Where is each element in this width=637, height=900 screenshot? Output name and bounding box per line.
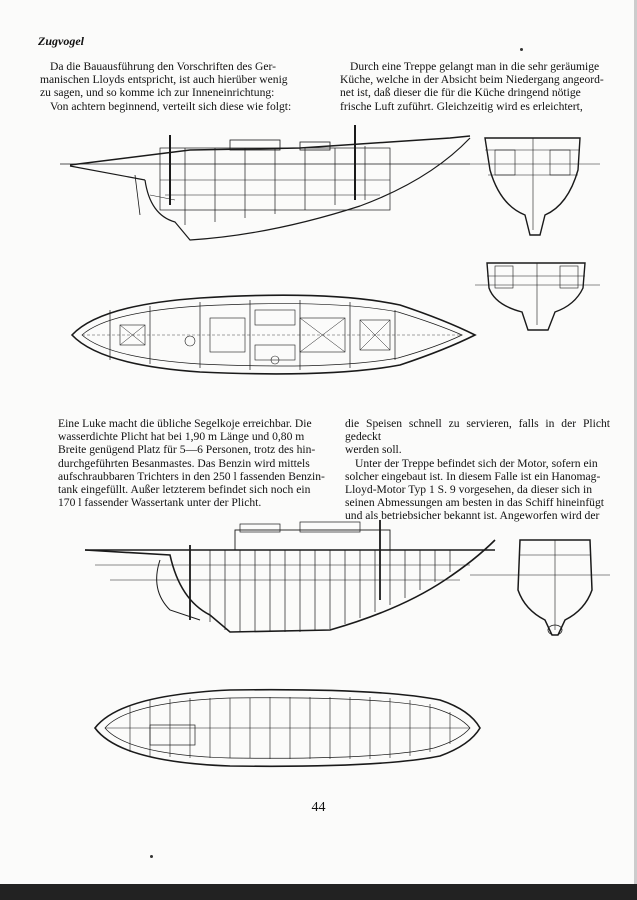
text-line: solcher eingebaut ist. In diesem Falle i… (345, 469, 601, 483)
text-line: durchgeführten Besanmastes. Das Benzin w… (58, 456, 310, 470)
text-line: frische Luft zuführt. Gleichzeitig wird … (340, 99, 583, 113)
profile-frames (209, 550, 451, 632)
text-column-top-left: Da die Bauausführung den Vorschriften de… (40, 60, 312, 113)
text-line: tank eingefüllt. Außer letzterem befinde… (58, 483, 311, 497)
text-line: zu sagen, und so komme ich zur Inneneinr… (40, 86, 275, 100)
text-line: Da die Bauausführung den Vorschriften de… (50, 60, 276, 73)
text-line: Küche, welche in der Absicht beim Nieder… (340, 73, 604, 87)
scan-bottom-edge (0, 884, 637, 900)
text-column-mid-right: die Speisen schnell zu servieren, falls … (345, 417, 610, 523)
scan-speck (520, 48, 523, 51)
text-line: werden soll. (345, 443, 402, 457)
text-line: Lloyd-Motor Typ 1 S. 9 vorgesehen, da di… (345, 483, 593, 497)
page-number: 44 (311, 800, 326, 815)
drawing-section-mid (475, 262, 600, 331)
text-line: und als betriebsicher bekannt ist. Angew… (345, 509, 600, 523)
drawing-plan-interior (70, 294, 477, 375)
running-header: Zugvogel (38, 34, 84, 48)
page-edge (634, 0, 637, 900)
text-column-top-right: Durch eine Treppe gelangt man in die seh… (340, 60, 612, 113)
drawing-profile-structure (84, 520, 610, 633)
text-line: Von achtern beginnend, verteilt sich die… (50, 99, 292, 113)
scan-speck (150, 855, 153, 858)
text-line: seinen Abmessungen am besten in das Schi… (345, 496, 604, 510)
text-line: die Speisen schnell zu servieren, falls … (345, 417, 610, 444)
text-line: manischen Lloyds entspricht, ist auch hi… (40, 73, 288, 87)
text-line: net ist, daß dieser die für die Küche dr… (340, 86, 581, 100)
drawing-plan-structure (94, 688, 481, 768)
text-line: Eine Luke macht die übliche Segelkoje er… (58, 417, 312, 430)
text-line: Breite genügend Platz für 5—6 Personen, … (58, 443, 316, 457)
text-column-mid-left: Eine Luke macht die übliche Segelkoje er… (58, 417, 326, 509)
text-line: Durch eine Treppe gelangt man in die seh… (350, 60, 600, 73)
text-line: wasserdichte Plicht hat bei 1,90 m Länge… (58, 430, 305, 444)
text-line: Unter der Treppe befindet sich der Motor… (355, 456, 598, 470)
drawing-section-top (470, 137, 600, 236)
text-line: aufschraubbaren Trichters in den 250 l f… (58, 469, 325, 483)
plan-frames (129, 697, 451, 759)
drawing-section-lower (517, 539, 593, 636)
text-line: 170 l fassender Wassertank unter der Pli… (58, 496, 262, 510)
drawing-profile-interior (60, 125, 471, 241)
